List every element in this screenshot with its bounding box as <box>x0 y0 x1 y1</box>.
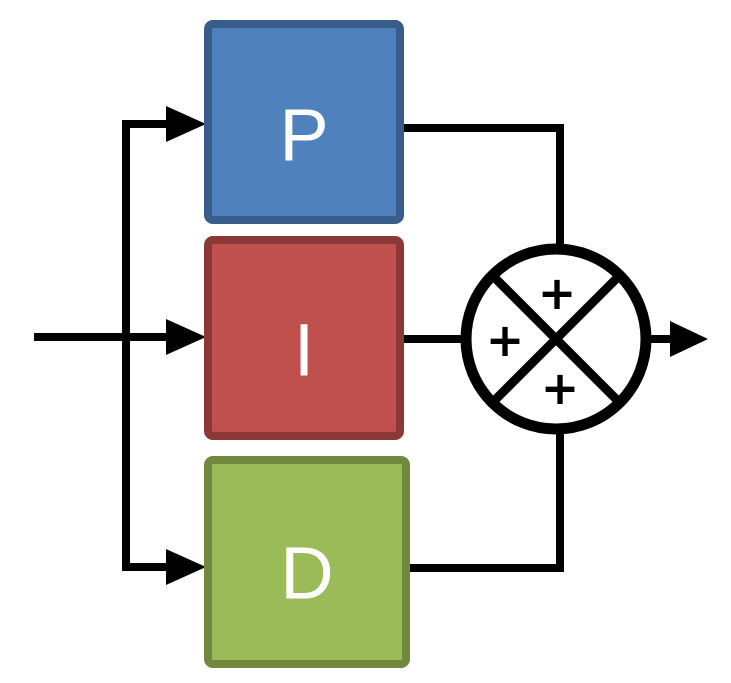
arrow-into-p <box>166 106 206 142</box>
i-block-label: I <box>294 309 315 392</box>
junction-sign-left: + <box>486 313 525 367</box>
arrow-into-d <box>166 549 206 585</box>
p-block: P <box>204 20 404 224</box>
output-arrow <box>670 321 708 357</box>
junction-sign-bottom: + <box>541 361 580 415</box>
d-block: D <box>204 456 410 668</box>
d-output-line <box>408 432 564 572</box>
junction-sign-top: + <box>538 266 577 320</box>
i-block: I <box>204 236 404 440</box>
d-block-label: D <box>280 532 333 615</box>
p-block-label: P <box>279 94 328 177</box>
arrow-into-i <box>166 319 206 355</box>
summing-junction: + + + <box>460 243 652 435</box>
p-output-line <box>400 124 564 248</box>
junction-cross-line-2 <box>488 271 624 407</box>
